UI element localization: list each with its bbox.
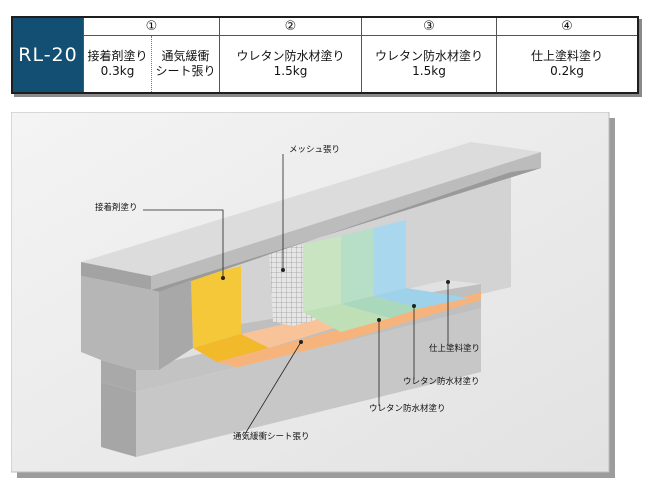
callout-urethane-1: ウレタン防水材塗り [369, 404, 446, 414]
diagram-illustration [10, 111, 615, 478]
topcoat-layer-wall [373, 220, 406, 296]
step-2-name: ウレタン防水材塗り [236, 49, 345, 63]
urethane-2-layer-wall [341, 228, 373, 304]
upper-beam-end [81, 262, 151, 290]
mesh-layer-wall [269, 244, 303, 322]
step-1a-cell: 接着剤塗り 0.3kg [83, 36, 151, 92]
callout-topcoat: 仕上塗料塗り [429, 344, 481, 354]
callout-mesh: メッシュ張り [289, 145, 341, 155]
left-wall-inner [159, 280, 193, 370]
urethane-1-layer-wall [303, 236, 341, 312]
urethane-2-layer-floor [341, 296, 421, 318]
spec-code: RL-20 [13, 18, 83, 92]
callout-adhesive: 接着剤塗り [95, 203, 138, 213]
sheet-layer-floor [217, 292, 481, 370]
step-4-amount: 0.2kg [550, 64, 584, 78]
lower-front-face [136, 308, 481, 457]
step-1b-cell: 通気緩衝 シート張り [151, 36, 219, 92]
step-1a-amount: 0.3kg [100, 64, 135, 78]
step-4-name: 仕上塗料塗り [530, 49, 603, 63]
step-1a-name: 接着剤塗り [87, 49, 148, 63]
lower-beam-end [101, 360, 136, 392]
leader-dots [221, 268, 450, 344]
topcoat-layer-floor [373, 288, 469, 308]
leader-sheet [244, 341, 302, 435]
upper-beam-face [151, 152, 541, 290]
callout-sheet: 通気緩衝シート張り [233, 432, 310, 442]
left-wall-body [81, 276, 159, 370]
step-3-cell: ウレタン防水材塗り 1.5kg [361, 36, 496, 92]
callout-urethane-2: ウレタン防水材塗り [403, 377, 480, 387]
leader-lines [143, 154, 449, 435]
upper-beam-underside [151, 168, 541, 292]
step-1b-amount: シート張り [155, 64, 216, 78]
waterproofing-diagram: メッシュ張り 接着剤塗り 仕上塗料塗り ウレタン防水材塗り ウレタン防水材塗り … [10, 111, 617, 484]
spec-table: RL-20 ① ② ③ ④ 接着剤塗り 0.3kg 通気緩衝 シート張り ウレタ… [11, 16, 639, 94]
step-number-1: ① [83, 18, 219, 36]
adhesive-layer-wall [191, 266, 241, 348]
step-3-amount: 1.5kg [412, 64, 446, 78]
upper-beam-top [81, 142, 541, 276]
step-number-3: ③ [361, 18, 496, 36]
step-1b-name: 通気緩衝 [161, 49, 210, 63]
leader-adhesive [143, 209, 224, 278]
step-3-name: ウレタン防水材塗り [374, 49, 483, 63]
sheet-layer-top [241, 318, 341, 348]
step-4-cell: 仕上塗料塗り 0.2kg [496, 36, 637, 92]
adhesive-layer-floor [193, 334, 269, 362]
step-2-cell: ウレタン防水材塗り 1.5kg [219, 36, 361, 92]
step-number-2: ② [219, 18, 361, 36]
urethane-1-layer-floor [303, 304, 391, 332]
step-2-amount: 1.5kg [273, 64, 308, 78]
lower-front-end [101, 382, 136, 457]
step-number-4: ④ [496, 18, 637, 36]
